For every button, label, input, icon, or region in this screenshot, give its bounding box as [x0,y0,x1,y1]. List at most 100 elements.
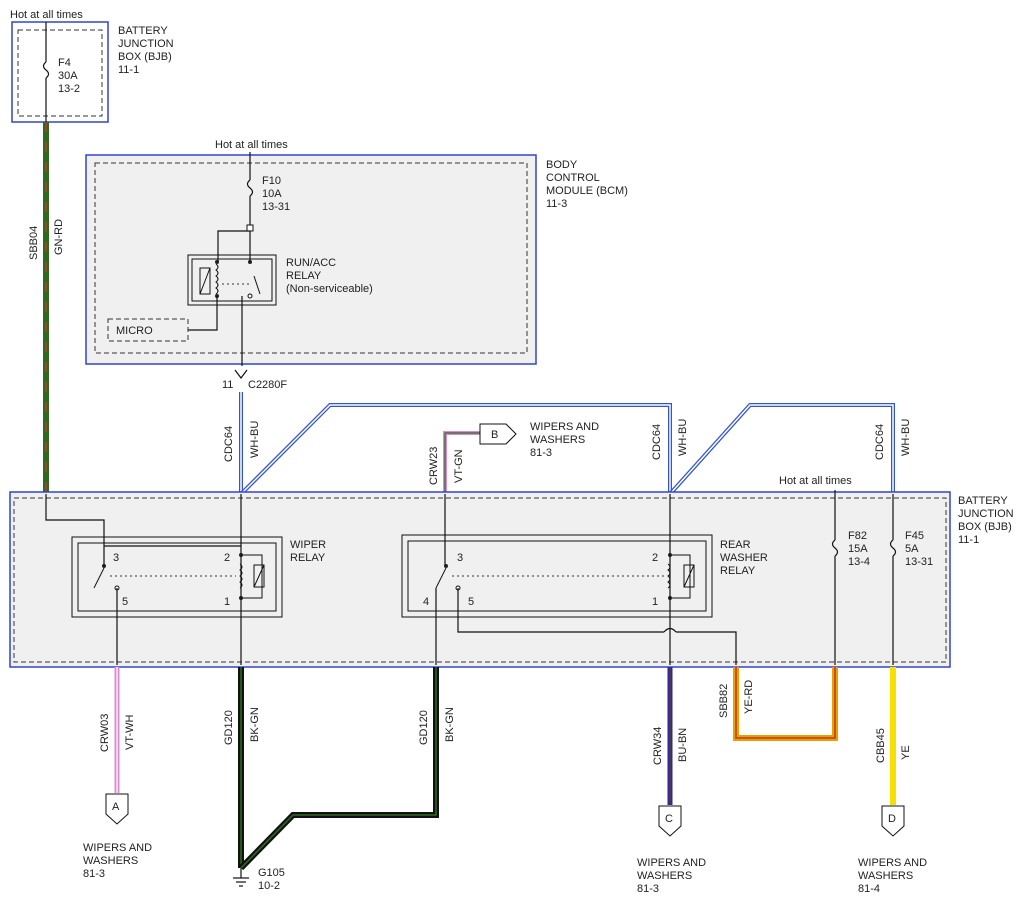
sbb82-circuit: SBB82 [718,684,730,718]
cbb45-circuit: CBB45 [875,728,887,763]
sbb04-circuit: SBB04 [28,226,40,260]
gd120-1-color: BK-GN [249,707,261,742]
crw23-color: VT-GN [453,449,465,483]
bjb-main-title-1: BATTERY [958,495,1008,507]
ref-d-line-2: WASHERS [858,870,913,882]
ref-c-line-3: 81-3 [637,883,659,895]
bjb-top-title-1: BATTERY [118,25,168,37]
wire-crw23: CRW23 VT-GN [428,431,480,494]
cbb45-color: YE [900,745,912,760]
f10-fuse-rating: 10A [262,188,282,200]
cdc64-2-circuit: CDC64 [651,424,663,460]
rear-relay-label-2: WASHER [720,552,768,564]
wiper-pin-5: 5 [122,596,128,608]
gd120-2-circuit: GD120 [418,710,430,745]
f82-fuse-ref: 13-4 [848,556,870,568]
ref-b-line-3: 81-3 [530,447,552,459]
rear-pin-5: 5 [468,596,474,608]
cdc64-1-color: WH-BU [249,421,261,458]
bjb-main-title-3: BOX (BJB) [958,521,1012,533]
wiper-relay-label-1: WIPER [290,539,326,551]
wire-cdc64-bus: CDC64 WH-BU CDC64 WH-BU [239,403,912,496]
sbb82-color: YE-RD [743,680,755,714]
wiper-pin-1: 1 [224,596,230,608]
ref-b-connector: B WIPERS AND WASHERS 81-3 [479,421,599,459]
ref-d-line-1: WIPERS AND [858,857,927,869]
rear-pin-3: 3 [457,552,463,564]
crw23-circuit: CRW23 [428,447,440,485]
ref-a-line-3: 81-3 [83,868,105,880]
fuse-f45: F45 5A 13-31 [889,494,933,665]
crw34-color: BU-BN [677,728,689,762]
crw03-color: VT-WH [124,715,136,750]
bjb-main-hot-label: Hot at all times [779,475,852,487]
bcm-box: Hot at all times F10 10A 13-31 MICRO [85,139,628,366]
f4-fuse-ref: 13-2 [58,83,80,95]
ref-b-letter: B [491,429,498,441]
ref-d-letter: D [888,813,896,825]
ref-b-line-2: WASHERS [530,434,585,446]
wire-sbb04: SBB04 GN-RD [28,122,65,494]
bcm-title-2: CONTROL [546,172,600,184]
relay-label-3: (Non-serviceable) [286,283,373,295]
ground-g105: G105 10-2 [233,867,285,892]
rear-relay-label-3: RELAY [720,565,756,577]
fuse-f82: F82 15A 13-4 [831,490,870,665]
bjb-top-hot-label: Hot at all times [10,9,83,21]
ref-a-letter: A [112,801,120,813]
rear-relay-label-1: REAR [720,539,751,551]
f10-fuse-name: F10 [262,175,281,187]
wiper-pin-3: 3 [113,552,119,564]
ground-name: G105 [258,867,285,879]
ref-a-line-1: WIPERS AND [83,842,152,854]
wire-gd120: GD120 BK-GN GD120 BK-GN [223,667,456,871]
cdc64-2-color: WH-BU [677,419,689,456]
connector-pin: 11 [222,379,233,391]
ref-c-line-2: WASHERS [637,870,692,882]
bjb-main-box: BATTERY JUNCTION BOX (BJB) 11-1 Hot at a… [9,475,1014,668]
relay-label-2: RELAY [286,270,322,282]
ref-a-connector: A WIPERS AND WASHERS 81-3 [83,793,152,880]
f45-fuse-name: F45 [905,530,924,542]
f4-fuse-rating: 30A [58,70,78,82]
gd120-1-circuit: GD120 [223,710,235,745]
rear-washer-relay: 3 2 4 5 1 REAR WASHER RELAY [401,534,768,618]
wiper-pin-2: 2 [224,552,230,564]
ref-b-line-1: WIPERS AND [530,421,599,433]
wiper-relay: 3 2 5 1 WIPER RELAY [71,536,326,618]
wire-sbb82: SBB82 YE-RD [718,667,838,741]
bjb-main-title-4: 11-1 [958,534,979,546]
wire-crw03: CRW03 VT-WH [99,667,136,793]
wire-crw34: CRW34 BU-BN [652,667,689,805]
f82-fuse-name: F82 [848,530,867,542]
bcm-hot-label: Hot at all times [215,139,288,151]
wiper-relay-label-2: RELAY [290,552,326,564]
run-acc-relay [187,254,277,306]
wire-cdc64-1: CDC64 WH-BU [223,392,261,494]
ground-ref: 10-2 [258,880,280,892]
bcm-title-4: 11-3 [546,198,567,210]
bjb-top-title-3: BOX (BJB) [118,51,172,63]
ref-d-line-3: 81-4 [858,883,880,895]
ref-d-connector: D WIPERS AND WASHERS 81-4 [858,805,927,895]
ref-c-letter: C [665,813,673,825]
sbb04-color: GN-RD [53,219,65,255]
f45-fuse-ref: 13-31 [905,556,933,568]
crw03-circuit: CRW03 [99,714,111,752]
bjb-main-title-2: JUNCTION [958,508,1014,520]
f10-fuse-ref: 13-31 [262,201,290,213]
bjb-top-title-4: 11-1 [118,64,139,76]
bjb-top-box: Hot at all times F4 30A 13-2 BATTERY JUN… [10,9,174,123]
connector-name: C2280F [248,379,287,391]
cdc64-3-color: WH-BU [900,419,912,456]
f45-fuse-rating: 5A [905,543,919,555]
ref-c-line-1: WIPERS AND [637,857,706,869]
cdc64-3-circuit: CDC64 [874,424,886,460]
ref-a-line-2: WASHERS [83,855,138,867]
rear-pin-2: 2 [652,552,658,564]
wire-cbb45: CBB45 YE [875,667,912,805]
cdc64-1-circuit: CDC64 [223,426,235,462]
crw34-circuit: CRW34 [652,727,664,765]
relay-label-1: RUN/ACC [286,257,336,269]
